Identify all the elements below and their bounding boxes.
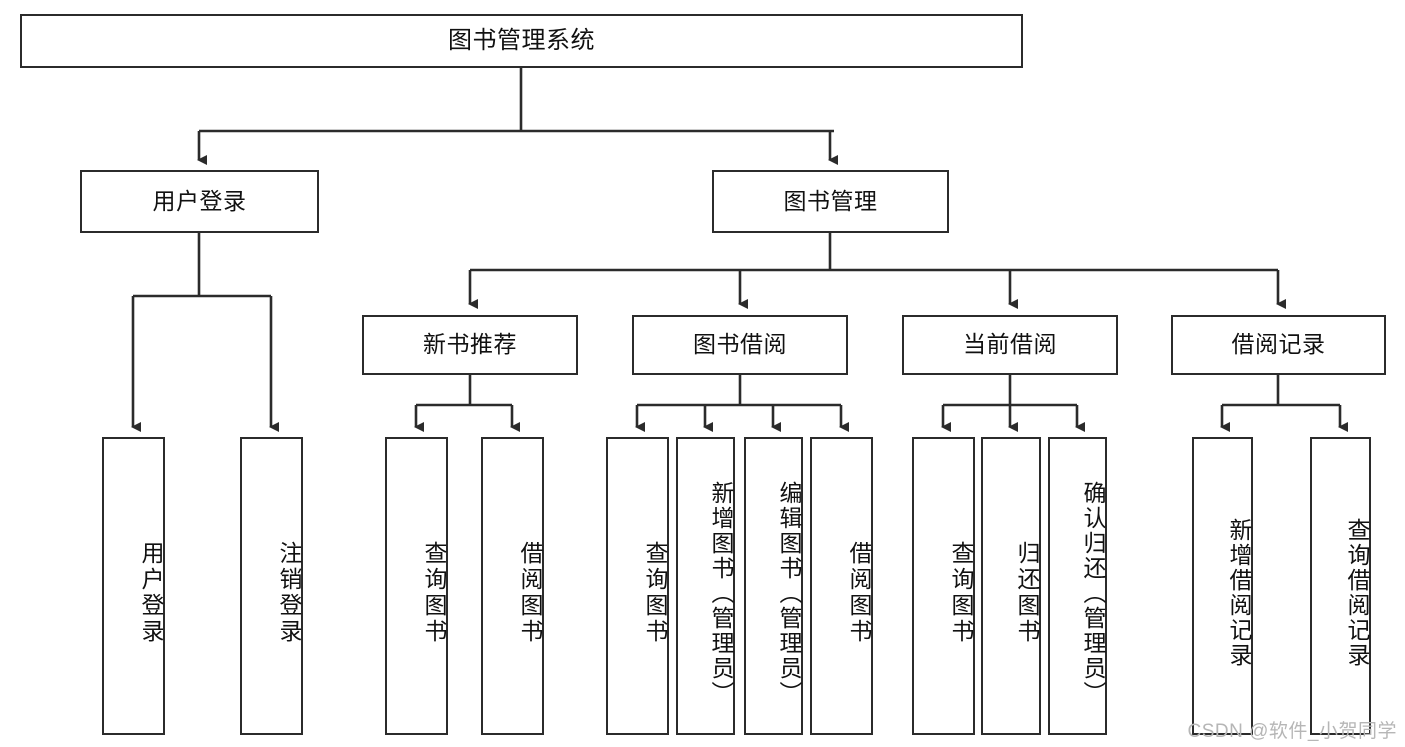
leaf-query-books-recommend[interactable]: 查询图书 [385,437,448,735]
leaf-logout[interactable]: 注销登录 [240,437,303,735]
leaf-query-borrow-record[interactable]: 查询借阅记录 [1310,437,1371,735]
node-current-borrow[interactable]: 当前借阅 [902,315,1118,375]
node-user-login[interactable]: 用户登录 [80,170,319,233]
leaf-user-login[interactable]: 用户登录 [102,437,165,735]
leaf-borrow-books-recommend[interactable]: 借阅图书 [481,437,544,735]
node-new-book-recommend[interactable]: 新书推荐 [362,315,578,375]
node-label: 查询图书 [421,541,447,645]
node-label: 编辑图书（管理员） [776,480,802,706]
node-label: 新增图书（管理员） [708,480,734,706]
node-label: 图书管理系统 [448,26,595,54]
node-label: 用户登录 [138,541,164,645]
node-label: 查询借阅记录 [1344,518,1370,668]
node-label: 查询图书 [948,541,974,645]
node-label: 查询图书 [642,541,668,645]
csdn-watermark: CSDN @软件_小贺同学 [1187,721,1397,742]
leaf-borrow-books[interactable]: 借阅图书 [810,437,873,735]
node-label: 借阅图书 [517,541,543,645]
leaf-edit-book-admin[interactable]: 编辑图书（管理员） [744,437,803,735]
node-label: 用户登录 [152,187,247,214]
node-book-borrow[interactable]: 图书借阅 [632,315,848,375]
node-label: 图书管理 [783,187,878,214]
leaf-return-books[interactable]: 归还图书 [981,437,1041,735]
node-label: 注销登录 [276,541,302,645]
node-label: 借阅图书 [846,541,872,645]
node-label: 当前借阅 [963,331,1057,358]
leaf-confirm-return-admin[interactable]: 确认归还（管理员） [1048,437,1107,735]
node-label: 确认归还（管理员） [1080,480,1106,706]
leaf-query-books-current[interactable]: 查询图书 [912,437,975,735]
leaf-add-book-admin[interactable]: 新增图书（管理员） [676,437,735,735]
node-root-book-management-system[interactable]: 图书管理系统 [20,14,1023,68]
node-label: 新增借阅记录 [1226,518,1252,668]
leaf-query-books-borrow[interactable]: 查询图书 [606,437,669,735]
node-borrow-records[interactable]: 借阅记录 [1171,315,1386,375]
node-label: 图书借阅 [693,331,787,358]
node-book-management[interactable]: 图书管理 [712,170,949,233]
node-label: 借阅记录 [1231,331,1326,358]
leaf-add-borrow-record[interactable]: 新增借阅记录 [1192,437,1253,735]
node-label: 新书推荐 [423,331,517,358]
node-label: 归还图书 [1014,541,1040,645]
